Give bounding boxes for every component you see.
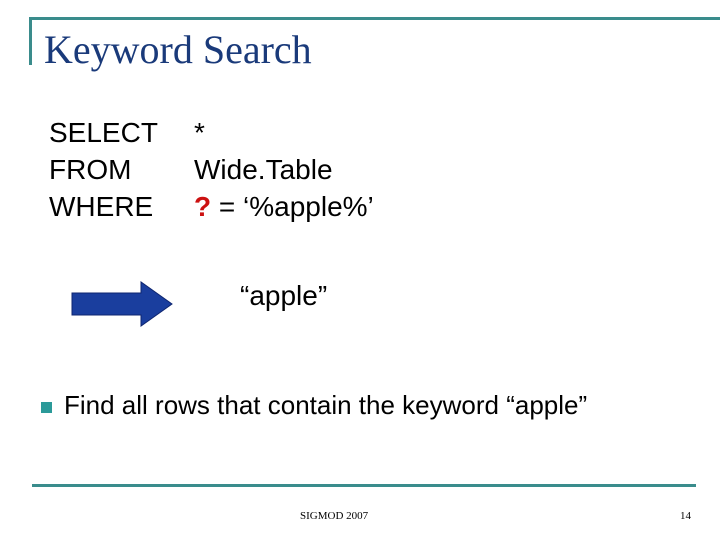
sql-query-block: SELECT * FROM Wide.Table WHERE ? = ‘%app… [49, 114, 374, 225]
sql-from-value: Wide.Table [194, 154, 333, 185]
footer-divider [32, 484, 696, 487]
sql-select-value: * [194, 117, 205, 148]
sql-where-condition: = ‘%apple%’ [211, 191, 374, 222]
sql-where-placeholder: ? [194, 191, 212, 222]
sql-keyword-select: SELECT [49, 117, 158, 148]
keyword-result-text: “apple” [240, 280, 328, 311]
slide-title: Keyword Search [44, 27, 312, 72]
footer-conference: SIGMOD 2007 [300, 510, 369, 522]
sql-where-row: WHERE ? = ‘%apple%’ [49, 188, 374, 225]
sql-keyword-where: WHERE [49, 191, 154, 222]
sql-select-row: SELECT * [49, 114, 374, 151]
sql-keyword-from: FROM [49, 154, 132, 185]
title-frame-left-line [29, 17, 32, 65]
title-frame-top-line [29, 17, 720, 20]
right-arrow-icon [71, 281, 173, 327]
sql-from-row: FROM Wide.Table [49, 151, 374, 188]
square-bullet-icon [41, 402, 52, 413]
bullet-text: Find all rows that contain the keyword “… [64, 390, 588, 420]
page-number: 14 [680, 510, 691, 522]
